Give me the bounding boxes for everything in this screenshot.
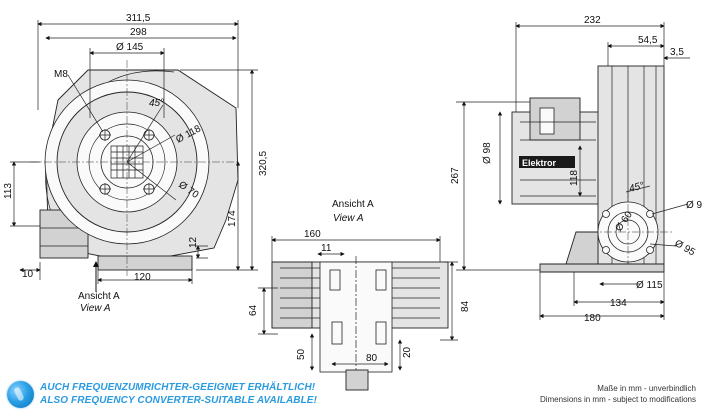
dim-view-a-20: 20 bbox=[402, 346, 413, 358]
dim-side-35: 3,5 bbox=[670, 47, 684, 58]
front-foot bbox=[97, 255, 193, 271]
view-a-title-en: View A bbox=[333, 213, 364, 224]
dim-side-base134: 134 bbox=[610, 298, 627, 309]
dim-side-base115: Ø 115 bbox=[636, 280, 663, 291]
dim-side-hole: Ø 9 bbox=[686, 200, 703, 211]
dim-view-a-64: 64 bbox=[248, 304, 259, 316]
bolt-holes bbox=[99, 129, 155, 195]
label-thread: M8 bbox=[54, 69, 68, 80]
dim-view-a-width: 160 bbox=[304, 229, 321, 240]
footer-bar: AUCH FREQUENZUMRICHTER-GEEIGNET ERHÄLTLI… bbox=[0, 371, 710, 416]
dim-foot-width: 120 bbox=[134, 272, 151, 283]
dim-side-outer95: Ø 95 bbox=[673, 238, 698, 259]
notice-english: ALSO FREQUENCY CONVERTER-SUITABLE AVAILA… bbox=[40, 395, 318, 406]
view-a-title: Ansicht A bbox=[332, 199, 374, 210]
view-a-marker-en: View A bbox=[80, 303, 111, 314]
dim-left-height: 113 bbox=[3, 183, 14, 199]
dim-height-axis: 174 bbox=[227, 210, 238, 227]
dim-angle: 45° bbox=[149, 98, 164, 109]
dim-housing-width: 298 bbox=[130, 27, 147, 38]
info-droplet-icon bbox=[7, 381, 34, 408]
terminal-box bbox=[529, 97, 581, 141]
dim-view-a-11: 11 bbox=[321, 243, 332, 254]
dim-offset: 12 bbox=[188, 236, 199, 248]
dim-height-overall: 320,5 bbox=[258, 151, 269, 176]
dim-side-base180: 180 bbox=[584, 313, 601, 324]
dim-box-118: 118 bbox=[569, 170, 580, 186]
dim-overall-width: 311,5 bbox=[126, 13, 151, 24]
brand-label: Elektror bbox=[522, 158, 557, 168]
brand-plate bbox=[519, 156, 575, 168]
dim-view-a-50: 50 bbox=[296, 348, 307, 360]
dimensions-note-english: Dimensions in mm - subject to modificati… bbox=[539, 395, 696, 404]
dim-side-height: 267 bbox=[450, 167, 461, 184]
view-a-marker: Ansicht A bbox=[78, 291, 120, 302]
side-view: Elektror 232 54,5 3,5 Ø 98 26 bbox=[450, 15, 703, 324]
dim-foot: 10 bbox=[22, 269, 34, 280]
view-a: Ansicht A View A 160 11 64 84 50 80 20 bbox=[248, 199, 471, 391]
dim-side-54: 54,5 bbox=[638, 35, 658, 46]
front-view: 311,5 298 Ø 145 M8 45° Ø 118 Ø 70 320,5 … bbox=[3, 13, 269, 314]
dim-side-angle: 45° bbox=[628, 180, 645, 195]
dim-side-depth: 232 bbox=[584, 15, 601, 26]
dim-view-a-84: 84 bbox=[460, 300, 471, 312]
dim-flange-dia: Ø 145 bbox=[116, 42, 144, 53]
side-base bbox=[539, 263, 665, 273]
dim-motor-dia: Ø 98 bbox=[482, 142, 493, 164]
notice-german: AUCH FREQUENZUMRICHTER-GEEIGNET ERHÄLTLI… bbox=[40, 382, 316, 393]
dimensions-note-german: Maße in mm - unverbindlich bbox=[597, 384, 696, 393]
dim-view-a-80: 80 bbox=[366, 353, 378, 364]
